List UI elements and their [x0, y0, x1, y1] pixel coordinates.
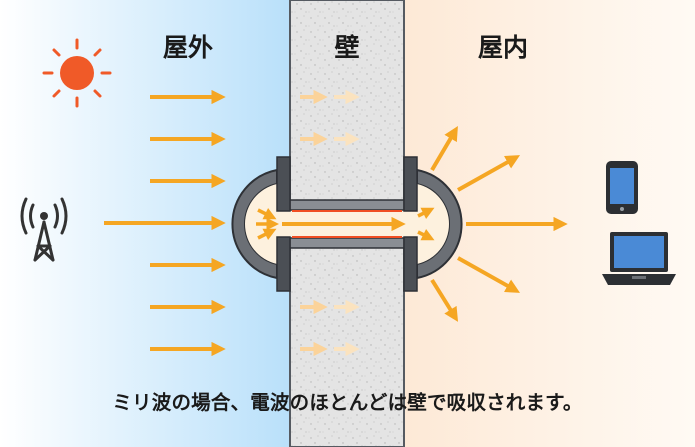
indoor-wave-arrow	[430, 278, 459, 322]
indoor-wave-arrow	[457, 256, 521, 293]
smartphone-icon	[606, 161, 638, 214]
laptop-icon	[602, 232, 676, 285]
indoor-wave-arrow	[430, 126, 458, 172]
channel-waves	[256, 207, 435, 241]
indoor-waves	[430, 126, 568, 322]
channel-flanges	[276, 156, 418, 292]
sun-icon	[42, 38, 112, 108]
absorbed-waves	[300, 89, 360, 357]
indoor-wave-arrow	[457, 155, 521, 192]
wall-label: 壁	[334, 33, 360, 62]
outdoor-label: 屋外	[162, 33, 214, 62]
indoor-label: 屋内	[477, 33, 529, 62]
outdoor-waves	[104, 89, 226, 357]
caption: ミリ波の場合、電波のほとんどは壁で吸収されます。	[112, 391, 583, 414]
antenna-tower-icon	[20, 197, 68, 262]
